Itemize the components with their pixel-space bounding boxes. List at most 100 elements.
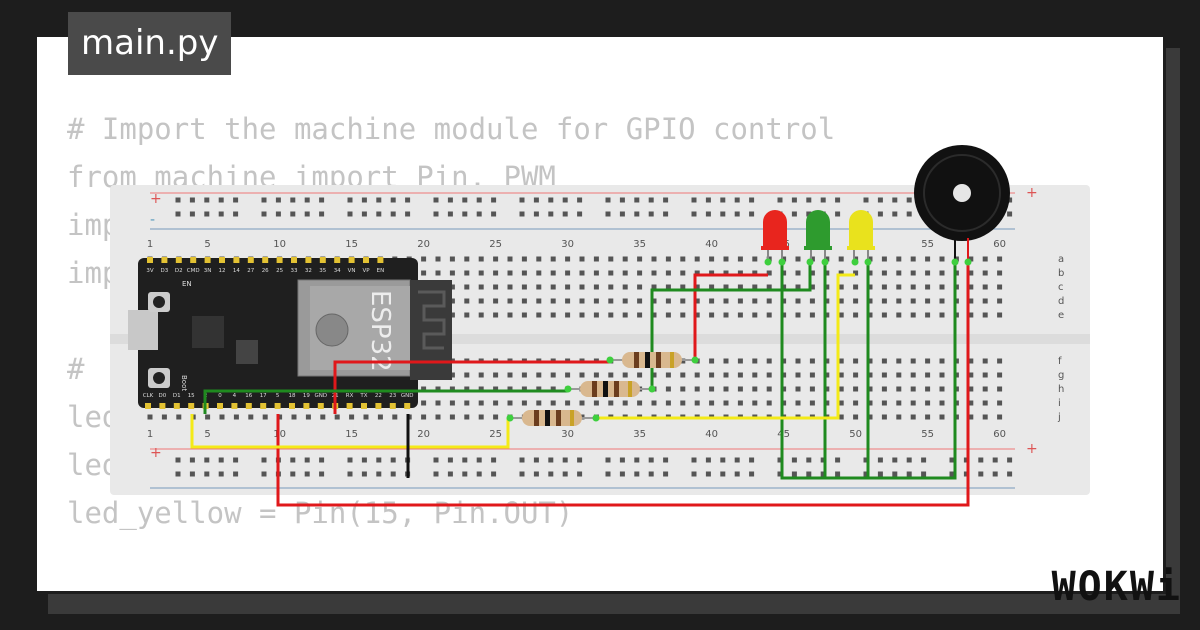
rail-hole [290,471,296,477]
antenna-trace [418,290,446,350]
breadboard-hole [507,284,513,290]
breadboard-hole [723,298,729,304]
rail-hole [218,197,224,203]
file-tab[interactable]: main.py [68,12,232,75]
breadboard-hole [939,284,945,290]
breadboard-hole [997,284,1003,290]
rail-hole [691,471,697,477]
rail-hole [835,457,841,463]
breadboard-hole [896,270,902,276]
esp32-pin-label: 26 [262,268,269,274]
esp32-pin [348,257,355,263]
rail-hole [347,211,353,217]
breadboard-hole [968,298,974,304]
breadboard-hole [853,298,859,304]
usb-port [128,310,158,350]
rail-hole [433,197,439,203]
resistor-band [634,352,639,368]
rail-hole [863,457,869,463]
rail-hole [175,457,181,463]
row-letter: a [1058,254,1064,265]
wire-red-to-led [693,273,768,362]
breadboard-hole [435,386,441,392]
rail-hole [663,211,669,217]
breadboard-hole [881,358,887,364]
breadboard-hole [680,372,686,378]
connection-point [951,258,959,266]
breadboard-hole [709,298,715,304]
breadboard-hole [536,400,542,406]
breadboard-hole [723,358,729,364]
rail-hole [491,211,497,217]
rail-hole [791,471,797,477]
breadboard-hole [694,372,700,378]
rail-hole [619,457,625,463]
rail-hole [476,197,482,203]
rail-hole [533,471,539,477]
wire-yellow-gpio [190,414,510,449]
boot-label: Boot [180,375,188,391]
resistor-red[interactable] [608,352,696,368]
wire-red-buzzer [276,262,970,507]
row-letter: f [1058,356,1062,367]
breadboard-hole [550,372,556,378]
breadboard-hole [449,270,455,276]
breadboard-hole [493,372,499,378]
breadboard-hole [896,256,902,262]
esp32-pin-label: 22 [375,393,382,399]
column-number: 55 [921,239,934,250]
breadboard-hole [608,284,614,290]
esp32-pin-label: 15 [188,393,195,399]
rail-hole [233,457,239,463]
esp32-pin [404,403,411,409]
row-letter: i [1058,398,1061,409]
breadboard-hole [838,358,844,364]
breadboard-hole [565,372,571,378]
row-letter: c [1058,282,1064,293]
led-green[interactable] [804,210,832,262]
breadboard-hole [982,414,988,420]
rail-hole [705,471,711,477]
breadboard-hole [723,372,729,378]
rail-hole [877,211,883,217]
usb-chip [192,316,224,348]
buzzer[interactable] [914,145,1010,262]
esp32-pin-label: D1 [173,393,181,399]
breadboard-hole [637,312,643,318]
rail-hole [691,197,697,203]
rail-hole [533,211,539,217]
led-red[interactable] [761,210,789,262]
resistor-yellow[interactable] [508,410,598,426]
rail-hole [605,471,611,477]
esp32-pin-label: 4 [233,393,237,399]
breadboard-hole [766,372,772,378]
rail-hole [390,457,396,463]
breadboard-hole [320,414,326,420]
breadboard-hole [867,400,873,406]
breadboard-hole [478,312,484,318]
resistor-green[interactable] [566,381,654,397]
breadboard-hole [881,372,887,378]
rail-hole [447,197,453,203]
breadboard-hole [737,358,743,364]
rail-hole [705,457,711,463]
breadboard-hole [464,386,470,392]
rail-hole [705,197,711,203]
connection-point [691,356,699,364]
breadboard-hole [752,298,758,304]
led-yellow[interactable] [847,210,875,262]
connection-point [821,258,829,266]
row-letter: e [1058,310,1064,321]
led-body [849,210,873,248]
rail-hole [376,457,382,463]
breadboard-hole [853,270,859,276]
esp32-pin [305,257,312,263]
breadboard-hole [478,400,484,406]
rail-plus-label-bottom: + [150,445,162,461]
breadboard-hole [579,400,585,406]
esp32-pin [377,257,384,263]
breadboard-hole [565,270,571,276]
rail-hole [275,197,281,203]
